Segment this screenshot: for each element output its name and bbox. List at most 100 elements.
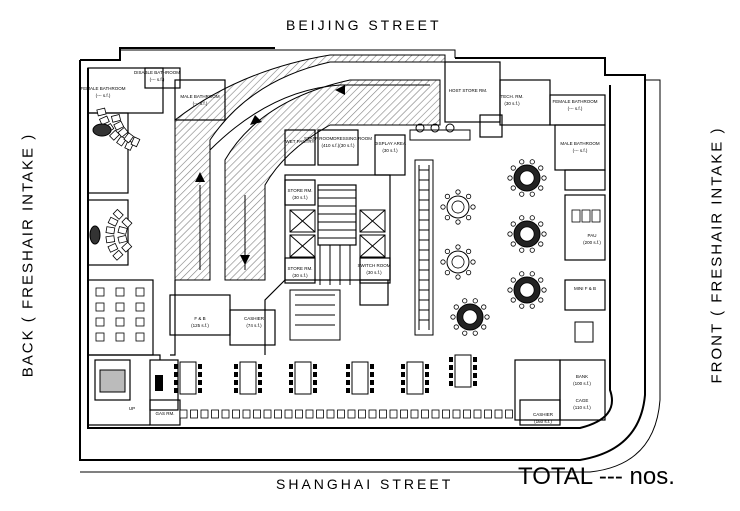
oval-table: [92, 123, 112, 137]
slot-machine: [98, 115, 110, 126]
slot-machine: [190, 409, 198, 419]
slot-machine: [400, 409, 408, 419]
rect-table: [179, 361, 197, 395]
pau-unit: [591, 209, 601, 223]
chair: [455, 219, 461, 225]
slot-machine: [117, 225, 128, 235]
label-store-rm-1: STORE RM.: [288, 188, 313, 193]
chair: [198, 372, 202, 377]
slot-machine: [105, 235, 116, 244]
chair: [529, 215, 535, 221]
stage-chair: [574, 321, 594, 343]
label-female-bath-w-area: (--- s.f.): [96, 93, 111, 98]
small-table: [115, 287, 125, 297]
chair: [466, 193, 472, 199]
chair: [346, 372, 350, 377]
slot-machine: [121, 217, 133, 229]
chair: [449, 357, 453, 362]
slot-machine: [337, 409, 345, 419]
slot-machine: [494, 409, 503, 419]
slot-machine: [117, 126, 129, 138]
chair: [449, 365, 453, 370]
rect-table: [406, 361, 424, 395]
table-center: [462, 309, 478, 325]
curved-ramp: [174, 54, 446, 281]
chair: [453, 304, 459, 310]
chair: [510, 165, 516, 171]
slot-machine: [211, 409, 219, 419]
small-table: [135, 332, 145, 342]
chair: [484, 314, 490, 320]
chair: [538, 277, 544, 283]
label-cashier-se: CASHIER: [533, 412, 554, 417]
chair: [541, 175, 547, 181]
slot-machine: [295, 409, 303, 419]
chair: [313, 380, 317, 385]
chair: [174, 380, 178, 385]
table-center: [519, 282, 535, 298]
chair: [510, 185, 516, 191]
slot-machine: [113, 120, 125, 131]
chair: [401, 372, 405, 377]
slot-machine: [179, 409, 188, 419]
chair: [510, 241, 516, 247]
chair: [538, 221, 544, 227]
chair: [234, 388, 238, 393]
slot-machine: [116, 135, 127, 147]
small-table: [95, 302, 105, 312]
elevator-core: [289, 189, 386, 341]
slot-machine: [112, 208, 124, 220]
chair: [401, 380, 405, 385]
chair: [425, 364, 429, 369]
table-center: [451, 255, 465, 269]
chair: [444, 270, 450, 276]
slot-machine: [284, 409, 293, 419]
slot-machine: [107, 216, 119, 227]
small-table: [115, 302, 125, 312]
rect-table: [294, 361, 312, 395]
chair: [519, 191, 525, 197]
slot-machine: [105, 226, 116, 235]
label-tech-rm: TECH. RM.: [501, 94, 524, 99]
escalator: [414, 159, 434, 336]
chair: [507, 231, 513, 237]
chair: [455, 189, 461, 195]
chair: [258, 388, 262, 393]
slot-machine: [274, 409, 282, 419]
slot-machine: [463, 409, 471, 419]
slot-machine: [358, 409, 366, 419]
pau-unit: [571, 209, 581, 223]
chair: [401, 388, 405, 393]
chair: [519, 303, 525, 309]
table-center: [451, 200, 465, 214]
chair: [538, 241, 544, 247]
label-disable-bath: DISABLE BATHROOM: [134, 70, 180, 75]
label-store-rm-1-area: (30 s.f.): [292, 195, 308, 200]
chair: [313, 388, 317, 393]
chair: [466, 270, 472, 276]
chair: [466, 215, 472, 221]
small-table: [115, 317, 125, 327]
display-counter: [409, 123, 471, 141]
chair: [472, 298, 478, 304]
chair: [473, 365, 477, 370]
chair: [174, 364, 178, 369]
rect-table: [239, 361, 257, 395]
chair: [455, 244, 461, 250]
chair: [519, 271, 525, 277]
chair: [289, 380, 293, 385]
chair: [425, 388, 429, 393]
chair: [258, 372, 262, 377]
chair: [481, 324, 487, 330]
slot-machine: [96, 107, 107, 117]
slot-machine: [347, 409, 356, 419]
chair: [538, 185, 544, 191]
slot-machine: [379, 409, 387, 419]
slot-machine: [368, 409, 377, 419]
chair: [473, 381, 477, 386]
label-switch-room-area: (30 s.f.): [366, 270, 382, 275]
small-table: [115, 332, 125, 342]
small-table: [95, 317, 105, 327]
slot-machine: [108, 129, 121, 141]
